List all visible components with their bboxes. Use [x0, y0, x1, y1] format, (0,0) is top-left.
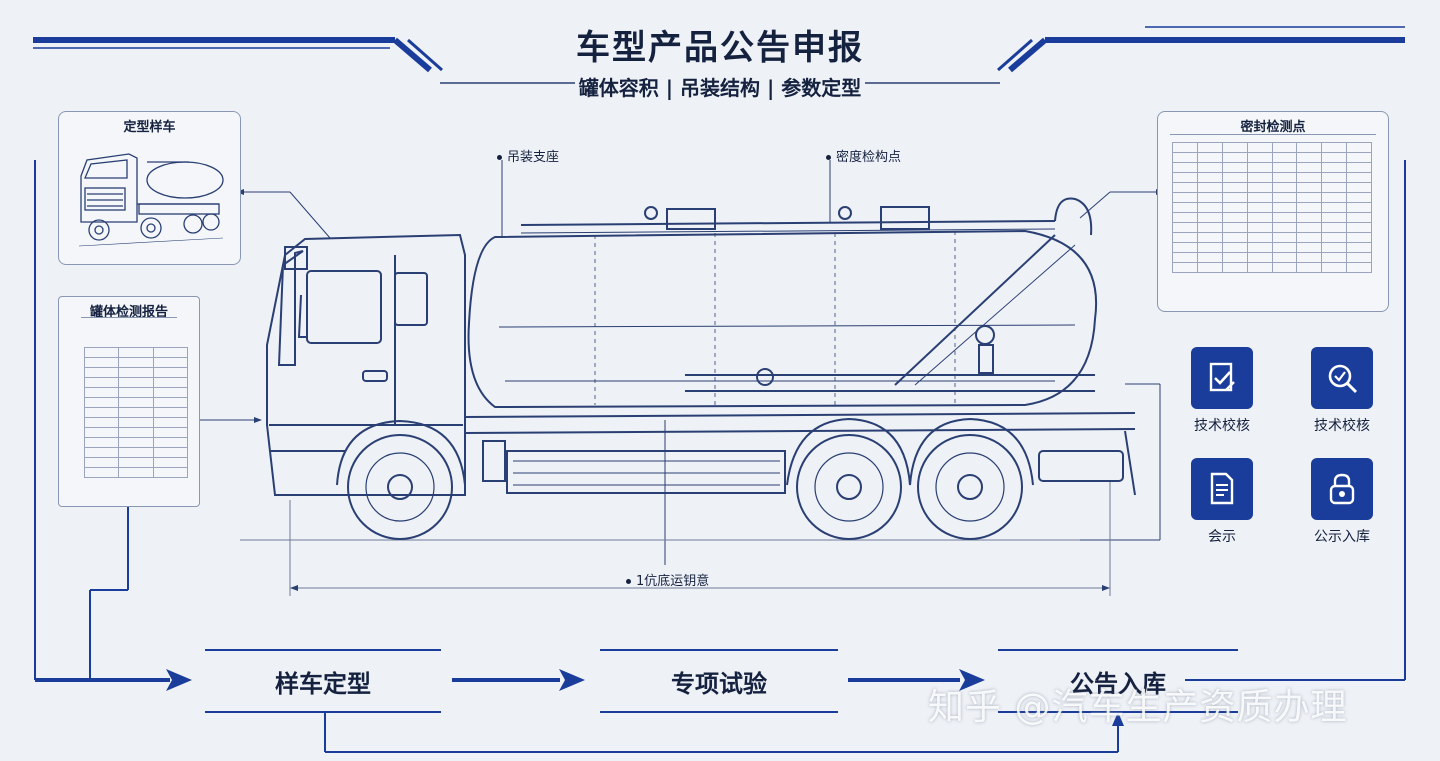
seal-test-panel: 密封检测点: [1157, 111, 1389, 312]
report-divider: [81, 317, 177, 318]
tank-report-table: [83, 347, 189, 478]
page-subtitle: 罐体容积 | 吊装结构 | 参数定型: [578, 76, 862, 100]
watermark: 知乎 @汽车生产资质办理: [928, 687, 1348, 728]
side-icon-label-2: 会示: [1208, 529, 1236, 545]
side-icon-label-1: 技术校核: [1314, 418, 1370, 434]
side-icon-label-0: 技术校核: [1194, 418, 1250, 434]
document-list-icon: [1191, 458, 1253, 520]
tanker-truck-blueprint: [266, 197, 1136, 540]
callout-hoist-support: 吊装支座: [497, 146, 559, 165]
tank-report-panel: 罐体检测报告: [58, 296, 200, 507]
sample-vehicle-panel-title: 定型样车: [123, 120, 176, 135]
step-sample-finalize: 样车定型: [205, 649, 441, 713]
callout-seal-point-text: 密度检构点: [836, 150, 902, 165]
step-special-test: 专项试验: [600, 649, 838, 713]
seal-test-table: [1172, 142, 1372, 273]
page-title: 车型产品公告申报: [576, 28, 864, 68]
callout-base-dimension: 1伉底运钥意: [626, 570, 709, 589]
callout-seal-point: 密度检构点: [826, 146, 901, 165]
tank-report-panel-title: 罐体检测报告: [89, 305, 168, 320]
seal-divider: [1170, 134, 1376, 135]
sample-truck-icon: [78, 153, 224, 247]
magnifier-check-icon: [1311, 347, 1373, 409]
lock-shield-icon: [1311, 458, 1373, 520]
step-announcement-entry: 公告入库: [998, 649, 1238, 713]
side-icon-label-3: 公示入库: [1314, 529, 1370, 545]
callout-base-dimension-text: 1伉底运钥意: [636, 574, 710, 589]
sample-vehicle-panel: 定型样车: [58, 111, 241, 265]
document-check-icon: [1191, 347, 1253, 409]
seal-test-panel-title: 密封检测点: [1240, 120, 1306, 135]
callout-hoist-support-text: 吊装支座: [507, 150, 560, 165]
